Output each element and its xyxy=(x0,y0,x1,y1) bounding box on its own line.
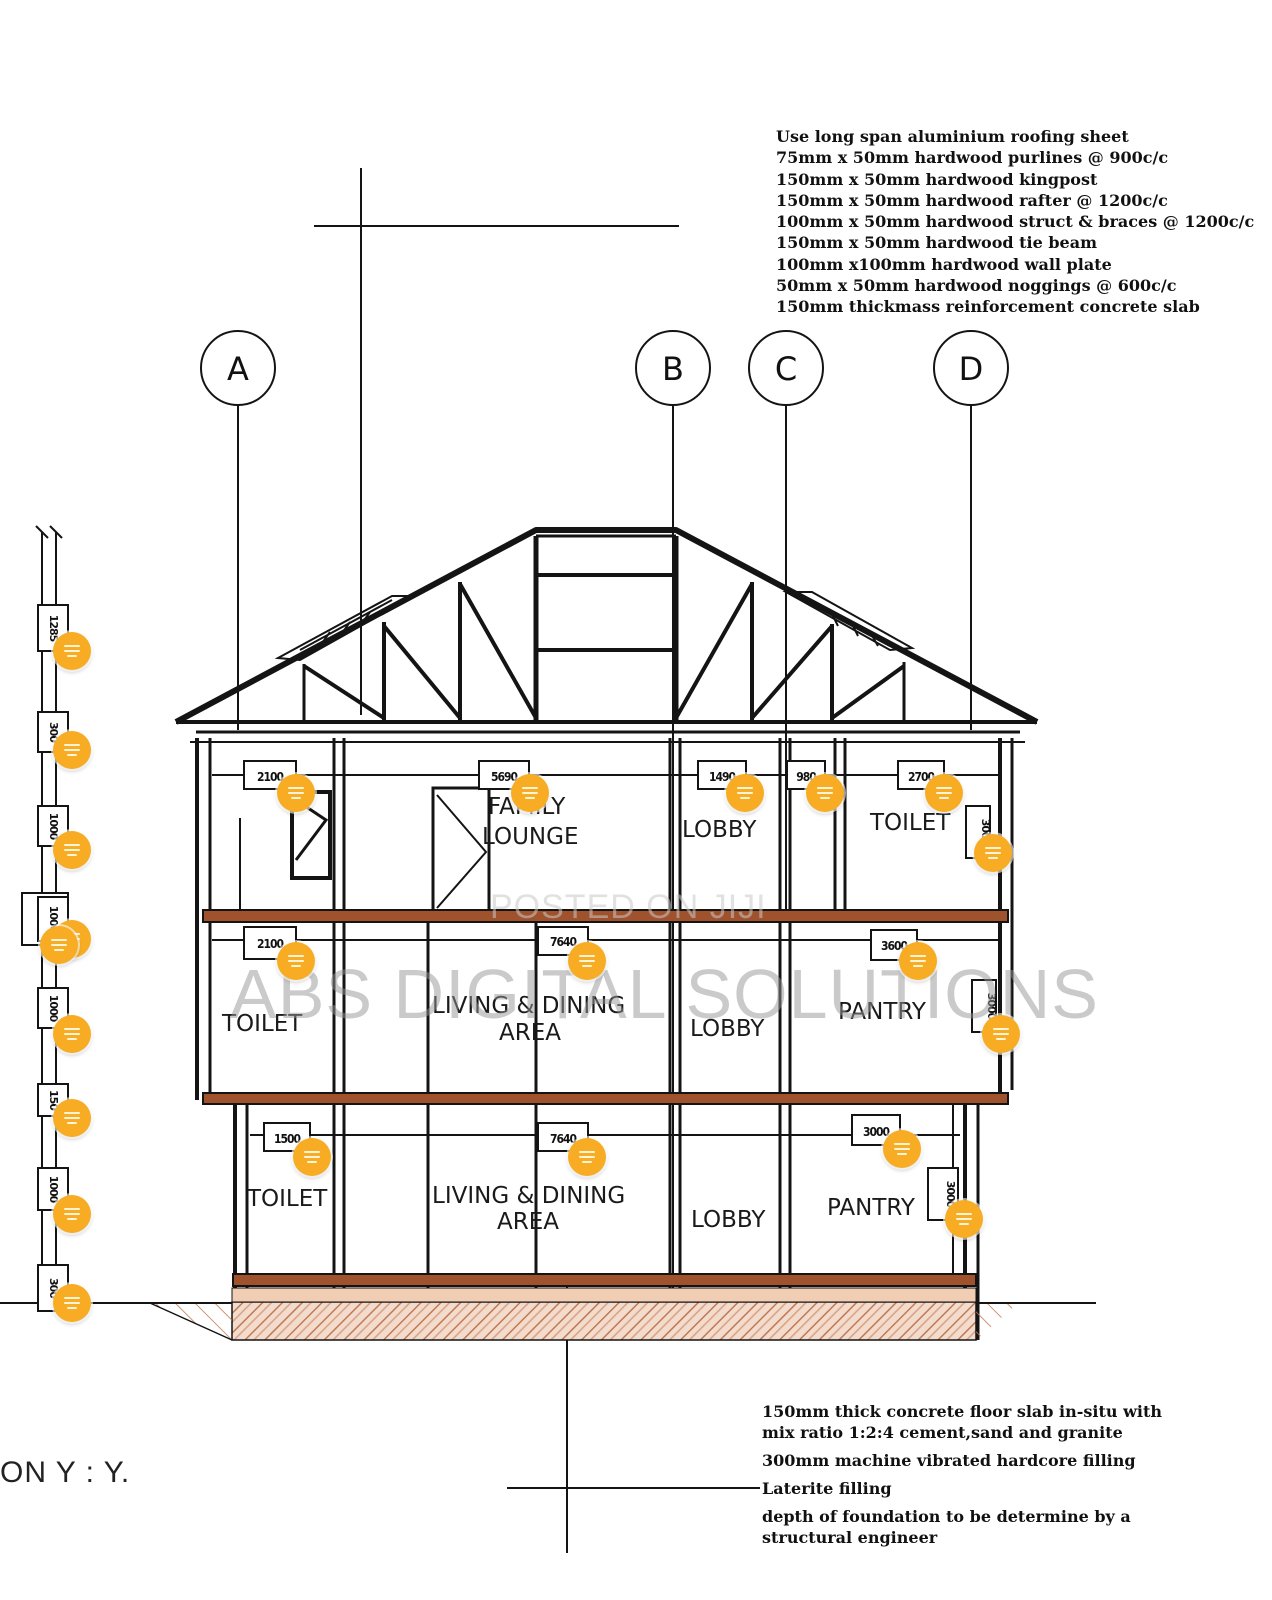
roof-note: Use long span aluminium roofing sheet xyxy=(776,127,1129,146)
roof-note: 150mm x 50mm hardwood rafter @ 1200c/c xyxy=(776,190,1168,210)
floor-slabs xyxy=(202,909,1009,1287)
foundation-note: Laterite filling xyxy=(762,1479,892,1498)
room-label-area-bot: AREA xyxy=(497,1209,559,1235)
roof-note: 100mm x100mm hardwood wall plate xyxy=(776,254,1112,274)
room-label-toilet-top: TOILET xyxy=(870,810,951,836)
room-label-pantry-mid: PANTRY xyxy=(838,999,926,1025)
grid-label-a: A xyxy=(227,350,249,388)
grid-label-d: D xyxy=(959,350,984,388)
note-marker-icon[interactable] xyxy=(293,1138,331,1176)
room-label-living-mid: LIVING & DINING xyxy=(432,993,626,1019)
foundation-notes: 150mm thick concrete floor slab in-situ … xyxy=(762,1401,1162,1548)
foundation-note: structural engineer xyxy=(762,1528,938,1547)
note-marker-icon[interactable] xyxy=(974,834,1012,872)
roof-note: 50mm x 50mm hardwood noggings @ 600c/c xyxy=(776,276,1177,296)
note-marker-icon[interactable] xyxy=(53,1015,91,1053)
dim-left-1: 1285 xyxy=(47,615,60,642)
note-marker-icon[interactable] xyxy=(53,1195,91,1233)
section-label: ON Y : Y. xyxy=(0,1456,131,1489)
roof-note: 100mm x 50mm hardwood struct & braces @ … xyxy=(776,212,1255,232)
dim-bot-3: 3000 xyxy=(863,1125,890,1139)
note-marker-icon[interactable] xyxy=(945,1200,983,1238)
dim-vert-2: 3000 xyxy=(985,993,998,1021)
dimension-boxes xyxy=(243,760,997,1221)
note-marker-icon[interactable] xyxy=(40,926,78,964)
note-marker-icon[interactable] xyxy=(899,942,937,980)
dim-top-1: 2100 xyxy=(257,770,284,784)
note-marker-icon[interactable] xyxy=(726,774,764,812)
note-marker-icon[interactable] xyxy=(277,774,315,812)
room-label-lobby-top: LOBBY xyxy=(682,817,757,843)
grid-lines xyxy=(200,330,1009,1320)
roof-specification-notes: Use long span aluminium roofing sheet 75… xyxy=(776,126,1254,318)
note-marker-icon[interactable] xyxy=(806,774,844,812)
roof-note: 150mm thickmass reinforcement concrete s… xyxy=(776,297,1200,317)
dim-mid-2: 7640 xyxy=(550,935,577,949)
note-marker-icon[interactable] xyxy=(53,1284,91,1322)
note-marker-icon[interactable] xyxy=(925,774,963,812)
foundation-note: 300mm machine vibrated hardcore filling xyxy=(762,1451,1136,1470)
room-label-lounge: LOUNGE xyxy=(482,824,579,850)
note-marker-icon[interactable] xyxy=(568,1138,606,1176)
note-marker-icon[interactable] xyxy=(883,1130,921,1168)
room-label-area-mid: AREA xyxy=(499,1020,561,1046)
note-marker-icon[interactable] xyxy=(277,942,315,980)
dim-bot-1: 1500 xyxy=(274,1132,301,1146)
foundation-note: mix ratio 1:2:4 cement,sand and granite xyxy=(762,1423,1123,1442)
roof-note: 75mm x 50mm hardwood purlines @ 900c/c xyxy=(776,148,1169,168)
room-label-pantry-bot: PANTRY xyxy=(827,1195,915,1221)
dim-left-7: 1000 xyxy=(47,1176,60,1204)
room-label-lobby-bot: LOBBY xyxy=(691,1207,766,1233)
roof-note: 150mm x 50mm hardwood tie beam xyxy=(776,233,1098,253)
dim-mid-1: 2100 xyxy=(257,937,284,951)
grid-label-b: B xyxy=(662,350,684,388)
foundation-note: 150mm thick concrete floor slab in-situ … xyxy=(762,1402,1162,1421)
foundation-note: depth of foundation to be determine by a xyxy=(762,1507,1131,1526)
room-label-living-bot: LIVING & DINING xyxy=(432,1183,626,1209)
note-marker-icon[interactable] xyxy=(511,774,549,812)
roof-note: 150mm x 50mm hardwood kingpost xyxy=(776,169,1098,189)
ground xyxy=(0,1287,1096,1341)
room-label-lobby-mid: LOBBY xyxy=(690,1016,765,1042)
roof-truss xyxy=(174,527,1039,743)
room-label-toilet-bot: TOILET xyxy=(247,1186,328,1212)
dim-top-2: 5690 xyxy=(491,770,518,784)
note-marker-icon[interactable] xyxy=(568,942,606,980)
dim-left-4: 1000 xyxy=(47,995,60,1023)
note-marker-icon[interactable] xyxy=(53,1099,91,1137)
note-marker-icon[interactable] xyxy=(53,731,91,769)
dim-left-3: 1000 xyxy=(47,813,60,841)
note-marker-icon[interactable] xyxy=(982,1015,1020,1053)
dim-bot-2: 7640 xyxy=(550,1132,577,1146)
room-label-toilet-mid: TOILET xyxy=(222,1011,303,1037)
grid-label-c: C xyxy=(775,350,797,388)
note-marker-icon[interactable] xyxy=(53,831,91,869)
note-marker-icon[interactable] xyxy=(53,632,91,670)
